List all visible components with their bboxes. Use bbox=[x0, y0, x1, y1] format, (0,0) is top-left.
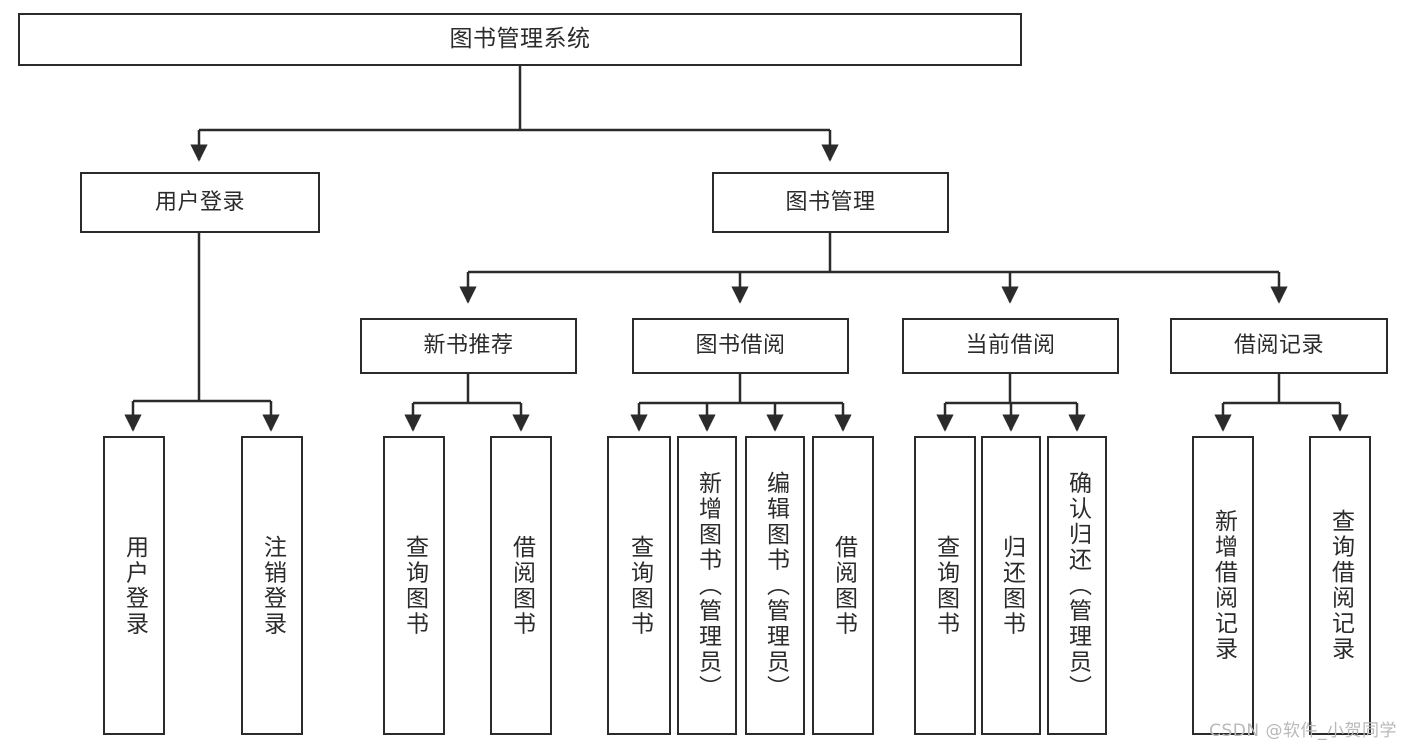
node-label: 借阅记录 bbox=[1233, 333, 1324, 359]
node-label: 查询借阅记录 bbox=[1327, 509, 1354, 662]
node-label: 编辑图书（管理员） bbox=[762, 470, 789, 701]
node-label: 图书管理系统 bbox=[449, 26, 591, 53]
node-label: 查询图书 bbox=[626, 534, 653, 637]
node-label: 用户登录 bbox=[154, 189, 245, 215]
node-label: 查询图书 bbox=[401, 534, 428, 637]
node-leaf-return-book[interactable]: 归还图书 bbox=[981, 436, 1041, 735]
node-label: 确认归还（管理员） bbox=[1064, 470, 1091, 701]
node-label: 图书借阅 bbox=[695, 333, 786, 359]
node-leaf-query-book-2[interactable]: 查询图书 bbox=[607, 436, 671, 735]
node-new-book-recommend[interactable]: 新书推荐 bbox=[360, 318, 577, 374]
node-label: 借阅图书 bbox=[830, 534, 857, 637]
node-label: 归还图书 bbox=[998, 534, 1025, 637]
node-book-management[interactable]: 图书管理 bbox=[712, 172, 949, 233]
node-book-borrow[interactable]: 图书借阅 bbox=[632, 318, 849, 374]
node-label: 借阅图书 bbox=[508, 534, 535, 637]
node-borrow-record[interactable]: 借阅记录 bbox=[1170, 318, 1388, 374]
node-label: 注销登录 bbox=[259, 534, 286, 637]
node-leaf-query-book-3[interactable]: 查询图书 bbox=[914, 436, 976, 735]
node-leaf-borrow-book-2[interactable]: 借阅图书 bbox=[812, 436, 874, 735]
node-label: 图书管理 bbox=[785, 189, 876, 215]
node-leaf-borrow-book-1[interactable]: 借阅图书 bbox=[490, 436, 552, 735]
node-label: 查询图书 bbox=[932, 534, 959, 637]
node-leaf-logout-login[interactable]: 注销登录 bbox=[241, 436, 303, 735]
node-user-login[interactable]: 用户登录 bbox=[80, 172, 320, 233]
node-label: 用户登录 bbox=[121, 534, 148, 637]
node-leaf-add-borrow-record[interactable]: 新增借阅记录 bbox=[1192, 436, 1254, 735]
node-label: 新增借阅记录 bbox=[1210, 509, 1237, 662]
node-leaf-query-book-1[interactable]: 查询图书 bbox=[383, 436, 445, 735]
node-leaf-query-borrow-record[interactable]: 查询借阅记录 bbox=[1309, 436, 1371, 735]
node-leaf-confirm-return[interactable]: 确认归还（管理员） bbox=[1047, 436, 1107, 735]
node-current-borrow[interactable]: 当前借阅 bbox=[902, 318, 1119, 374]
node-label: 新书推荐 bbox=[423, 333, 514, 359]
node-leaf-edit-book[interactable]: 编辑图书（管理员） bbox=[745, 436, 805, 735]
node-label: 新增图书（管理员） bbox=[694, 470, 721, 701]
node-leaf-add-book[interactable]: 新增图书（管理员） bbox=[677, 436, 737, 735]
watermark-text: CSDN @软件_小贺同学 bbox=[1209, 721, 1397, 741]
node-label: 当前借阅 bbox=[965, 333, 1056, 359]
node-leaf-user-login[interactable]: 用户登录 bbox=[103, 436, 165, 735]
node-root-system[interactable]: 图书管理系统 bbox=[18, 13, 1022, 66]
